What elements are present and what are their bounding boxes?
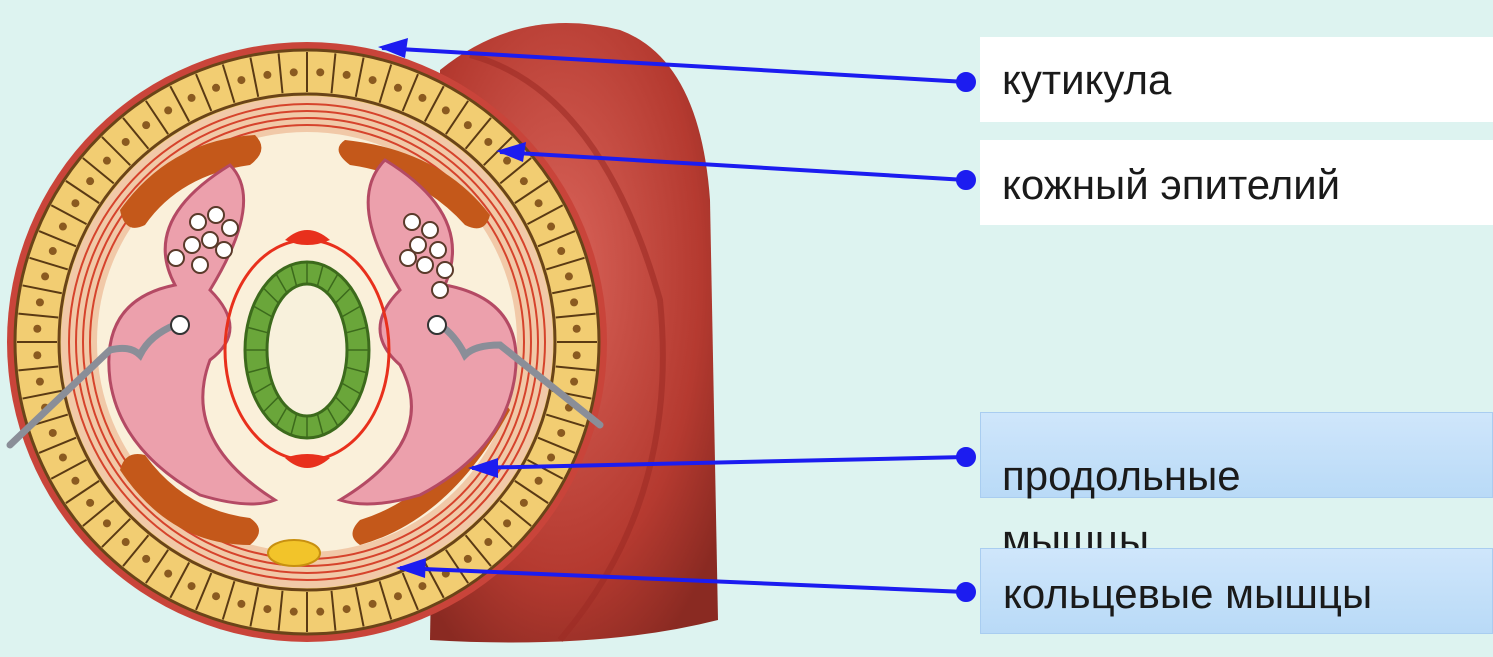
epithelial-cell-nucleus [164, 106, 172, 114]
epithelial-cell-nucleus [573, 325, 581, 333]
epithelial-cell-nucleus [212, 592, 220, 600]
epithelial-cell-nucleus [103, 519, 111, 527]
epithelial-cell-nucleus [33, 351, 41, 359]
epithelial-cell-nucleus [59, 453, 67, 461]
epithelial-cell-nucleus [547, 223, 555, 231]
epithelial-cell-nucleus [49, 429, 57, 437]
epithelial-cell-nucleus [535, 477, 543, 485]
epithelial-cell-nucleus [188, 94, 196, 102]
epithelial-cell-nucleus [36, 298, 44, 306]
epithelial-cell-nucleus [290, 608, 298, 616]
pointer-dot-epithelium [958, 172, 974, 188]
epithelial-cell-nucleus [122, 538, 130, 546]
ventral-nerve-cord [268, 540, 320, 566]
epithelial-cell-nucleus [290, 68, 298, 76]
epithelial-cell-nucleus [71, 477, 79, 485]
epithelial-cell-nucleus [394, 84, 402, 92]
pointer-dot-longitudinal [958, 449, 974, 465]
epithelial-cell-nucleus [557, 429, 565, 437]
epithelial-cell-nucleus [418, 582, 426, 590]
epithelial-cell-nucleus [464, 121, 472, 129]
epithelial-cell-nucleus [237, 76, 245, 84]
epithelial-cell-nucleus [71, 199, 79, 207]
epithelial-cell-nucleus [503, 157, 511, 165]
epithelial-cell-nucleus [59, 223, 67, 231]
label-skin-epithelium: кожный эпителий [980, 140, 1493, 225]
intestine [245, 262, 369, 438]
epithelial-cell-nucleus [316, 608, 324, 616]
pointer-dot-circular [958, 584, 974, 600]
epithelial-cell-nucleus [212, 84, 220, 92]
epithelial-cell-nucleus [369, 600, 377, 608]
epithelial-cell-nucleus [103, 157, 111, 165]
epithelial-cell-nucleus [573, 351, 581, 359]
epithelial-cell-nucleus [520, 499, 528, 507]
label-circular-muscles: кольцевые мышцы [980, 548, 1493, 634]
epithelial-cell-nucleus [418, 94, 426, 102]
epithelial-cell-nucleus [263, 605, 271, 613]
epithelial-cell-nucleus [464, 555, 472, 563]
epithelial-cell-nucleus [442, 106, 450, 114]
epithelial-cell-nucleus [237, 600, 245, 608]
epithelial-cell-nucleus [503, 519, 511, 527]
epithelial-cell-nucleus [535, 199, 543, 207]
epithelial-cell-nucleus [547, 453, 555, 461]
epithelial-cell-nucleus [394, 592, 402, 600]
epithelial-cell-nucleus [565, 272, 573, 280]
epithelial-cell-nucleus [41, 272, 49, 280]
epithelial-cell-nucleus [188, 582, 196, 590]
epithelial-cell-nucleus [570, 298, 578, 306]
epithelial-cell-nucleus [142, 121, 150, 129]
epithelial-cell-nucleus [570, 378, 578, 386]
epithelial-cell-nucleus [49, 247, 57, 255]
epithelial-cell-nucleus [33, 325, 41, 333]
epithelial-cell-nucleus [122, 138, 130, 146]
epithelial-cell-nucleus [36, 378, 44, 386]
label-longitudinal-muscles-line1: продольные [1002, 444, 1493, 508]
epithelial-cell-nucleus [86, 177, 94, 185]
epithelial-cell-nucleus [343, 605, 351, 613]
epithelial-cell-nucleus [263, 71, 271, 79]
epithelial-cell-nucleus [557, 247, 565, 255]
epithelial-cell-nucleus [142, 555, 150, 563]
pointer-dot-cuticle [958, 74, 974, 90]
epithelial-cell-nucleus [520, 177, 528, 185]
epithelial-cell-nucleus [484, 138, 492, 146]
epithelial-cell-nucleus [343, 71, 351, 79]
epithelial-cell-nucleus [369, 76, 377, 84]
epithelial-cell-nucleus [484, 538, 492, 546]
label-cuticle: кутикула [980, 37, 1493, 122]
epithelial-cell-nucleus [86, 499, 94, 507]
epithelial-cell-nucleus [316, 68, 324, 76]
epithelial-cell-nucleus [164, 570, 172, 578]
